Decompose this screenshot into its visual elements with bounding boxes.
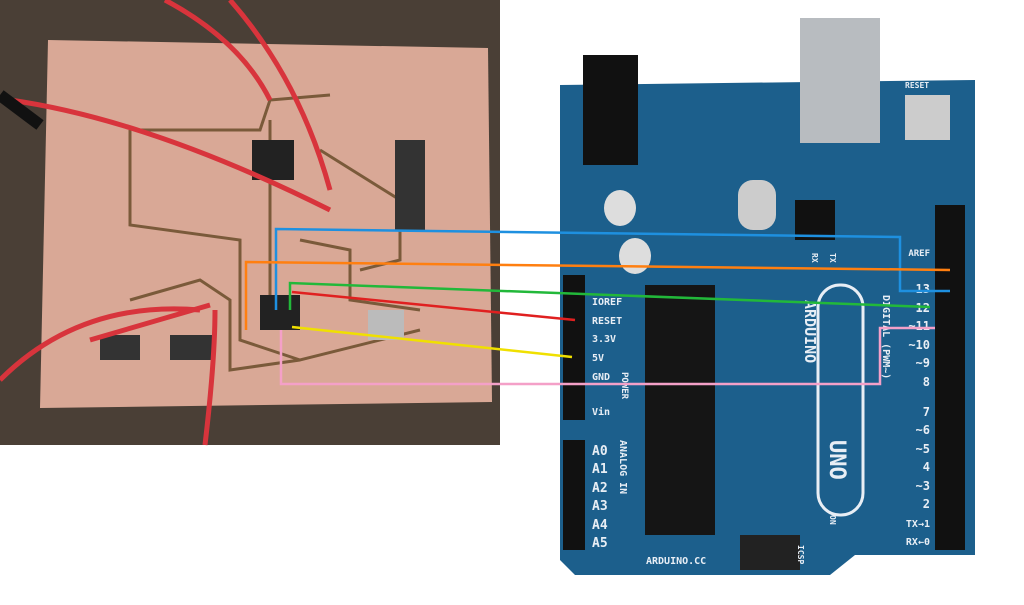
pin-header	[395, 140, 425, 230]
pin-8: 8	[923, 375, 930, 389]
pin-a2: A2	[592, 481, 608, 496]
pin-a3: A3	[592, 499, 608, 514]
wires	[244, 227, 951, 386]
analog-header-label: ANALOG IN	[617, 440, 628, 494]
pin-a1: A1	[592, 462, 608, 477]
isp-header	[260, 295, 300, 330]
pin-3: ~3	[916, 479, 930, 493]
pin-gnd: GND	[592, 372, 610, 383]
crystal	[738, 180, 776, 230]
wire-blue-pin13	[274, 227, 950, 310]
power-labels: IOREF RESET 3.3V 5V GND Vin POWER	[592, 297, 629, 418]
digital-labels: AREF 13 12 ~11 ~10 ~9 8 7 ~6 ~5 4 ~3 2 T…	[880, 249, 930, 548]
tx-label: TX	[828, 253, 837, 263]
pin-2: 2	[923, 497, 930, 511]
pin-reset: RESET	[592, 316, 622, 327]
pin-5: ~5	[916, 442, 930, 456]
pin-5v: 5V	[592, 353, 604, 364]
pin-7: 7	[923, 405, 930, 419]
pin-13: 13	[916, 282, 930, 296]
arduino-board: RESET	[560, 18, 975, 575]
pin-a5: A5	[592, 536, 608, 551]
uno-badge	[816, 283, 865, 517]
digital-header-label: DIGITAL (PWM~)	[880, 295, 891, 379]
pin-a4: A4	[592, 518, 608, 533]
usb-chip	[795, 200, 835, 240]
analog-header	[563, 440, 585, 550]
wire-yellow-5v	[291, 325, 573, 359]
icsp-header	[740, 535, 800, 570]
pin-ioref: IOREF	[592, 297, 622, 308]
pin-4: 4	[923, 460, 930, 474]
model-label: UNO	[824, 440, 849, 480]
pin-aref: AREF	[908, 249, 930, 259]
power-jack	[583, 55, 638, 165]
pin-1: TX→1	[906, 519, 930, 530]
rx-label: RX	[810, 253, 819, 263]
reset-button	[905, 95, 950, 140]
connector	[100, 335, 140, 360]
power-header	[563, 275, 585, 420]
capacitor	[619, 238, 651, 274]
black-lead	[0, 90, 44, 130]
pin-6: ~6	[916, 423, 930, 437]
capacitor	[604, 190, 636, 226]
pin-12: 12	[916, 301, 930, 315]
ic-chip	[252, 140, 294, 180]
on-label: ON	[828, 515, 837, 525]
reset-label: RESET	[905, 81, 929, 90]
pin-3v3: 3.3V	[592, 334, 616, 345]
red-leads	[0, 0, 333, 446]
icsp-label: ICSP	[796, 545, 805, 564]
wire-green-pin12	[288, 281, 931, 310]
pin-0: RX←0	[906, 537, 930, 548]
wire-red-reset	[291, 290, 576, 322]
pin-10: ~10	[908, 338, 930, 352]
usb-connector	[800, 18, 880, 143]
pin-11: ~11	[908, 319, 930, 333]
brand-label: ARDUINO	[801, 300, 819, 363]
wire-orange-gnd	[244, 260, 951, 330]
digital-header	[935, 205, 965, 550]
pin-9: ~9	[916, 356, 930, 370]
pin-a0: A0	[592, 444, 608, 459]
analog-labels: A0 A1 A2 A3 A4 A5 ANALOG IN	[592, 440, 628, 551]
power-header-label: POWER	[619, 372, 629, 400]
atmega-chip	[645, 285, 715, 535]
website-label: ARDUINO.CC	[646, 556, 706, 567]
copper-traces	[128, 93, 421, 372]
pin-vin: Vin	[592, 406, 610, 418]
pcb-photo	[0, 0, 500, 446]
wire-pink-pin11	[279, 326, 935, 386]
connector	[170, 335, 215, 360]
